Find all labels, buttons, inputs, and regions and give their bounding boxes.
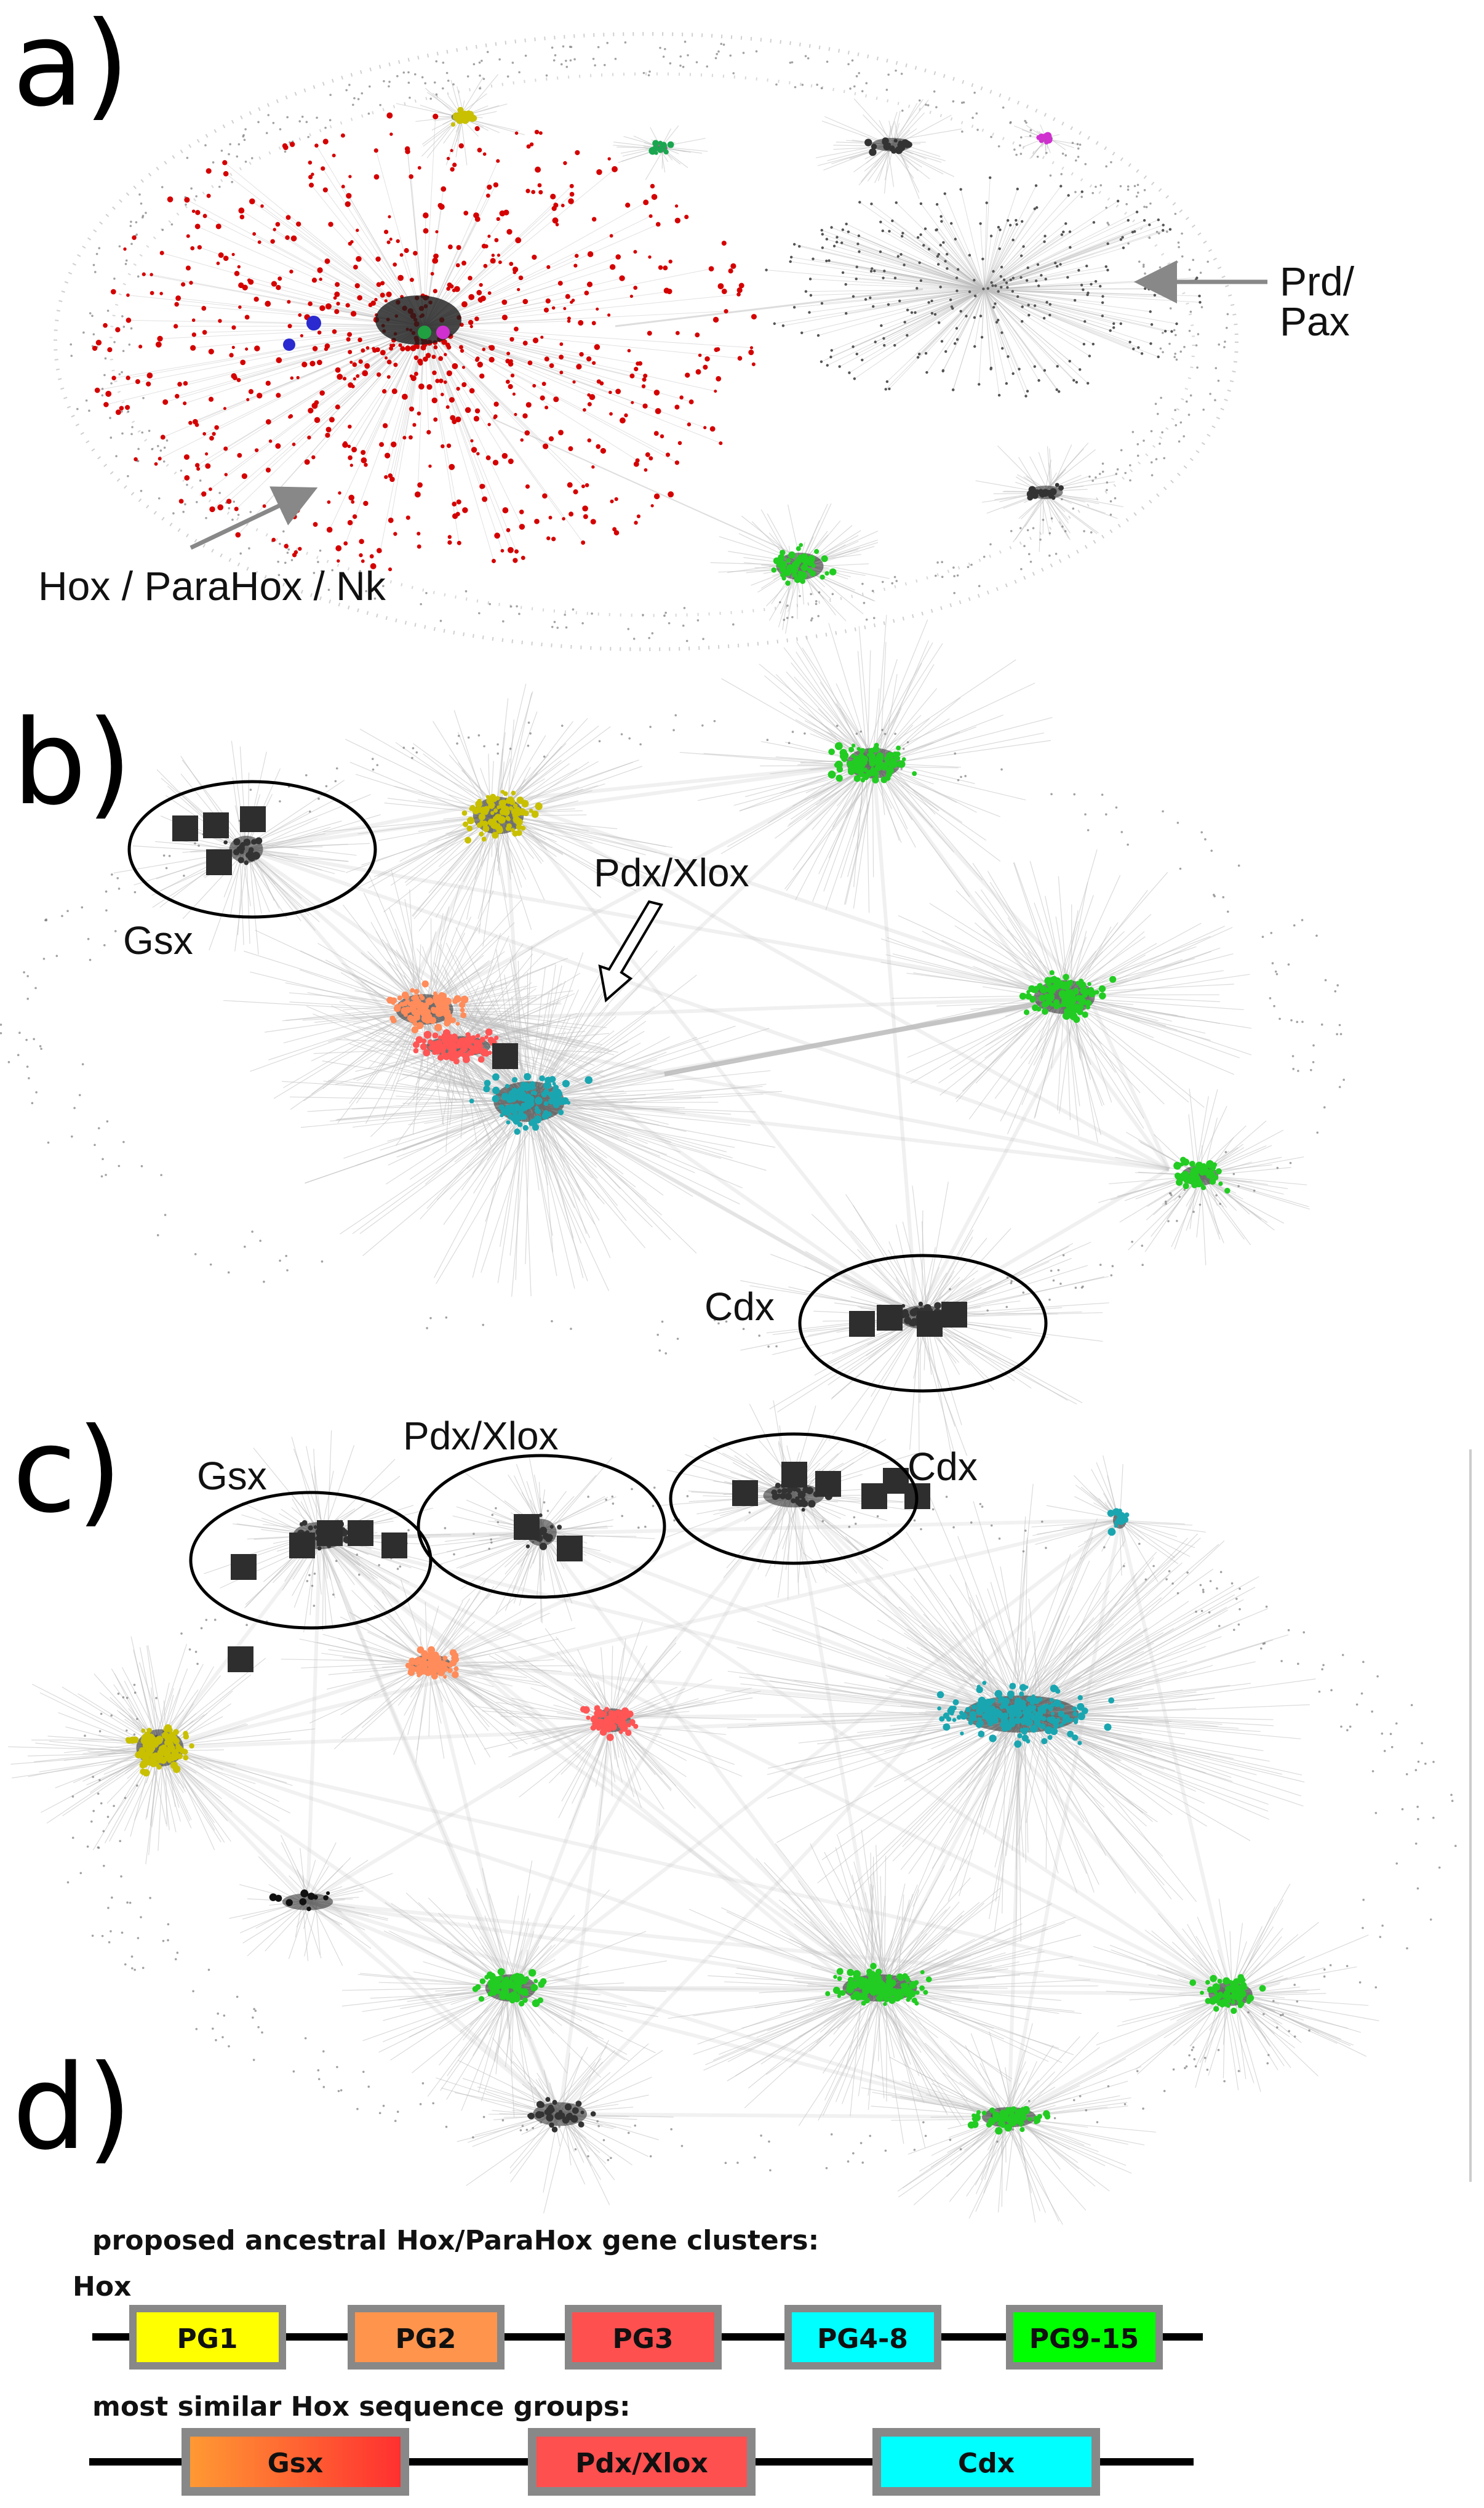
label-pdx-xlox: Pdx/Xlox bbox=[594, 851, 749, 895]
pg9-center-nodes bbox=[825, 1963, 932, 2006]
black-top-nodes bbox=[864, 137, 912, 156]
pg1-cluster-nodes bbox=[125, 1724, 194, 1777]
panel-a: a) Prd/ Pax Hox / ParaHox / Nk bbox=[12, 0, 1355, 651]
hox-gene-pg2: PG2 bbox=[348, 2305, 505, 2370]
network-outline-inner bbox=[109, 72, 1195, 617]
hox-gene-pg4-8: PG4-8 bbox=[784, 2305, 941, 2370]
prd-pax-cluster bbox=[765, 176, 1202, 398]
pg9-bottom-nodes bbox=[967, 2105, 1051, 2135]
cdx-circle bbox=[669, 1432, 919, 1565]
network-edges bbox=[97, 74, 1200, 634]
label-pdx-xlox: Pdx/Xlox bbox=[403, 1414, 559, 1458]
network-outline bbox=[54, 32, 1239, 651]
hox-gene-pg3: PG3 bbox=[565, 2305, 722, 2370]
pdx-pg3-cluster-nodes bbox=[580, 1705, 639, 1741]
label-gsx: Gsx bbox=[123, 918, 193, 963]
label-pax: Pax bbox=[1280, 298, 1350, 344]
heading-ancestral-clusters: proposed ancestral Hox/ParaHox gene clus… bbox=[92, 2225, 819, 2256]
network-nodes bbox=[0, 714, 1345, 1355]
cdx-small-nodes bbox=[1107, 1508, 1130, 1536]
black-right-nodes bbox=[1026, 483, 1064, 501]
pg9-top-cluster-nodes bbox=[828, 742, 917, 783]
label-gsx: Gsx bbox=[197, 1454, 267, 1498]
gsx-pg2-cluster-nodes bbox=[405, 1646, 459, 1680]
black-bottom-nodes bbox=[527, 2097, 596, 2133]
cdx-small-edges bbox=[1031, 1455, 1206, 1582]
pdx-xlox-circle bbox=[417, 1454, 666, 1599]
subheading-hox: Hox bbox=[73, 2271, 131, 2302]
label-cdx: Cdx bbox=[704, 1284, 775, 1329]
pdx-pg3-cluster-nodes bbox=[412, 1028, 508, 1065]
label-cdx: Cdx bbox=[908, 1444, 978, 1489]
black-loop-nodes bbox=[269, 1889, 333, 1912]
panel-a-letter: a) bbox=[12, 0, 130, 132]
pg9-right-nodes bbox=[1189, 1974, 1266, 2014]
magenta-small-nodes bbox=[1036, 132, 1053, 145]
pg9-bottom-edges bbox=[861, 2023, 1156, 2225]
pg1-cluster-nodes bbox=[461, 790, 543, 844]
green-small-nodes bbox=[648, 140, 674, 155]
cdx-pg4-cluster-nodes bbox=[469, 1073, 593, 1135]
panel-d-letter: d) bbox=[12, 2040, 132, 2176]
hox-arrow bbox=[189, 486, 318, 550]
network-edges bbox=[8, 1400, 1379, 2225]
label-prd: Prd/ bbox=[1280, 258, 1355, 304]
green-lower-nodes bbox=[771, 543, 837, 586]
cdx-circle bbox=[798, 1254, 1048, 1393]
similar-gene-pdx-xlox: Pdx/Xlox bbox=[528, 2428, 756, 2496]
pg1-small-nodes bbox=[450, 106, 477, 127]
pg9-low-cluster-nodes bbox=[1173, 1156, 1231, 1194]
similar-gene-boxes: Gsx Pdx/Xlox Cdx bbox=[182, 2428, 1100, 2496]
hox-gene-pg9-15: PG9-15 bbox=[1006, 2305, 1163, 2370]
hox-gene-pg1: PG1 bbox=[129, 2305, 286, 2370]
hox-parahox-nk-cluster bbox=[92, 112, 757, 572]
cdx-pg4-cluster-nodes bbox=[936, 1680, 1115, 1748]
gsx-black-cluster-nodes bbox=[223, 836, 263, 865]
gsx-pg2-cluster-nodes bbox=[386, 980, 469, 1033]
pdx-open-arrow bbox=[598, 900, 664, 1003]
hox-gene-boxes: PG1 PG2 PG3 PG4-8 PG9-15 bbox=[129, 2305, 1163, 2370]
pg9-left-nodes bbox=[472, 1968, 547, 2008]
similar-gene-gsx: Gsx bbox=[182, 2428, 409, 2496]
gsx-circle bbox=[127, 780, 377, 919]
panel-d: d) proposed ancestral Hox/ParaHox gene c… bbox=[12, 2040, 1203, 2496]
network-nodes bbox=[66, 1462, 1457, 2172]
label-hox-parahox-nk: Hox / ParaHox / Nk bbox=[38, 563, 386, 609]
panel-c-letter: c) bbox=[12, 1403, 122, 1539]
similar-gene-cdx: Cdx bbox=[872, 2428, 1100, 2496]
panel-b: b) Gsx Pdx/Xlox Cdx bbox=[0, 615, 1345, 1460]
panel-c: c) Gsx Pdx/Xlox Cdx bbox=[8, 1400, 1472, 2225]
heading-similar-groups: most similar Hox sequence groups: bbox=[92, 2391, 631, 2422]
pg9-mid-cluster-nodes bbox=[1019, 970, 1117, 1024]
network-nodes bbox=[70, 41, 1229, 643]
pg9-top-cluster-edges bbox=[679, 615, 1053, 913]
panel-b-letter: b) bbox=[12, 695, 132, 831]
network-edges bbox=[113, 615, 1310, 1460]
gsx-circle bbox=[189, 1491, 433, 1630]
